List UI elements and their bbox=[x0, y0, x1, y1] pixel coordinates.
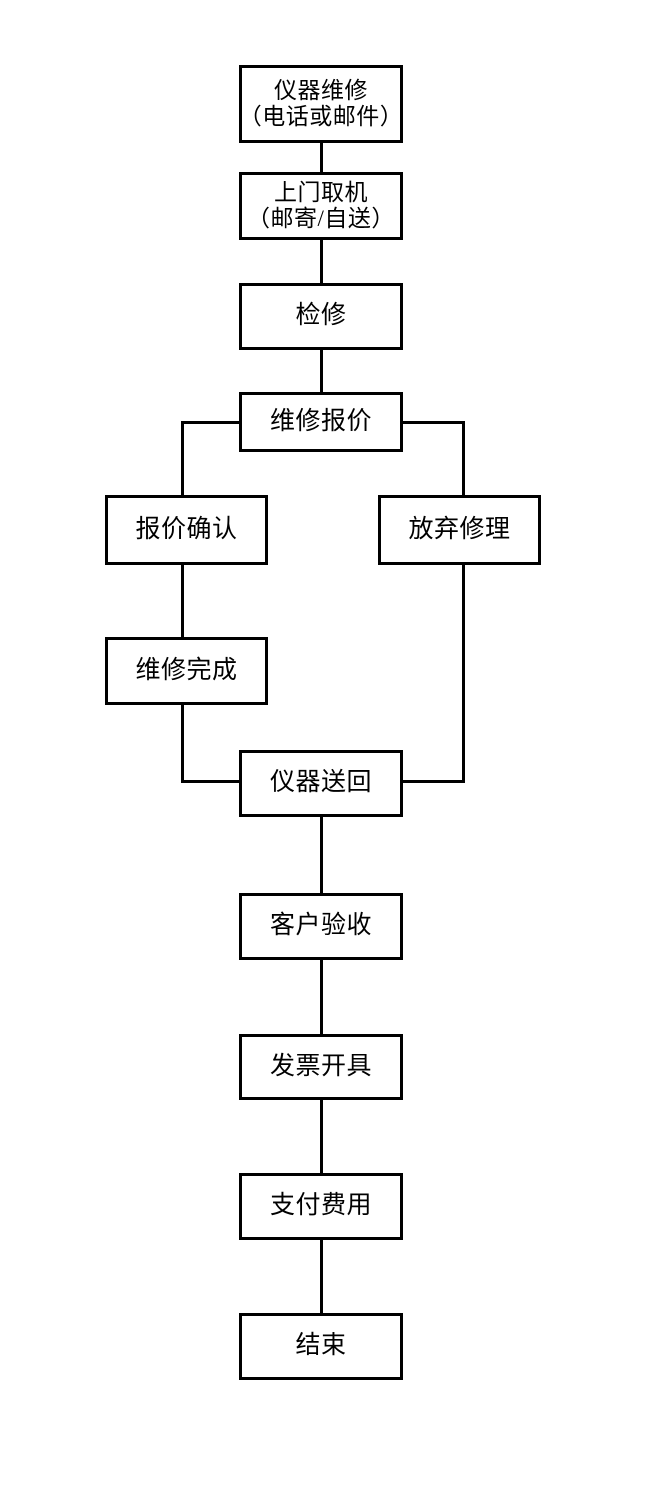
node-repair-request-line2: （电话或邮件） bbox=[238, 104, 404, 129]
node-pickup[interactable]: 上门取机 （邮寄/自送） bbox=[239, 172, 403, 240]
node-return-device[interactable]: 仪器送回 bbox=[239, 750, 403, 817]
connector-confirmed-to-complete bbox=[181, 565, 184, 637]
connector-quote-to-abandon-horizontal bbox=[403, 421, 465, 424]
node-abandon-repair-label: 放弃修理 bbox=[408, 515, 511, 543]
connector-abandon-to-return-vertical bbox=[462, 565, 465, 783]
node-pickup-line1: 上门取机 bbox=[274, 179, 368, 205]
node-pickup-line2: （邮寄/自送） bbox=[247, 206, 395, 231]
node-quote-confirmed-label: 报价确认 bbox=[135, 515, 238, 543]
connector-complete-to-return-horizontal bbox=[181, 780, 242, 783]
node-end-label: 结束 bbox=[295, 1332, 347, 1360]
node-payment-label: 支付费用 bbox=[269, 1192, 372, 1220]
connector-acceptance-to-invoice bbox=[320, 960, 323, 1034]
node-abandon-repair[interactable]: 放弃修理 bbox=[378, 495, 541, 565]
connector-quote-to-abandon-vertical bbox=[462, 421, 465, 495]
node-customer-acceptance[interactable]: 客户验收 bbox=[239, 893, 403, 960]
connector-abandon-to-return-horizontal bbox=[400, 780, 465, 783]
node-return-device-label: 仪器送回 bbox=[269, 769, 372, 797]
node-end[interactable]: 结束 bbox=[239, 1313, 403, 1380]
node-repair-quote[interactable]: 维修报价 bbox=[239, 392, 403, 452]
connector-complete-to-return-vertical bbox=[181, 705, 184, 783]
connector-request-to-pickup bbox=[320, 143, 323, 172]
connector-invoice-to-payment bbox=[320, 1100, 323, 1173]
node-repair-complete[interactable]: 维修完成 bbox=[105, 637, 268, 705]
node-repair-quote-label: 维修报价 bbox=[269, 407, 372, 435]
node-customer-acceptance-label: 客户验收 bbox=[269, 912, 372, 940]
connector-return-to-acceptance bbox=[320, 817, 323, 893]
node-issue-invoice-label: 发票开具 bbox=[269, 1052, 372, 1080]
node-issue-invoice[interactable]: 发票开具 bbox=[239, 1034, 403, 1100]
connector-quote-to-confirmed-vertical bbox=[181, 421, 184, 495]
node-inspection[interactable]: 检修 bbox=[239, 283, 403, 350]
node-payment[interactable]: 支付费用 bbox=[239, 1173, 403, 1240]
connector-payment-to-end bbox=[320, 1240, 323, 1313]
node-repair-request[interactable]: 仪器维修 （电话或邮件） bbox=[239, 65, 403, 143]
connector-pickup-to-inspection bbox=[320, 240, 323, 283]
connector-inspection-to-quote bbox=[320, 350, 323, 392]
node-repair-complete-label: 维修完成 bbox=[135, 656, 238, 684]
connector-quote-to-confirmed-horizontal bbox=[181, 421, 239, 424]
node-repair-request-line1: 仪器维修 bbox=[274, 77, 368, 103]
node-inspection-label: 检修 bbox=[295, 302, 347, 330]
node-quote-confirmed[interactable]: 报价确认 bbox=[105, 495, 268, 565]
